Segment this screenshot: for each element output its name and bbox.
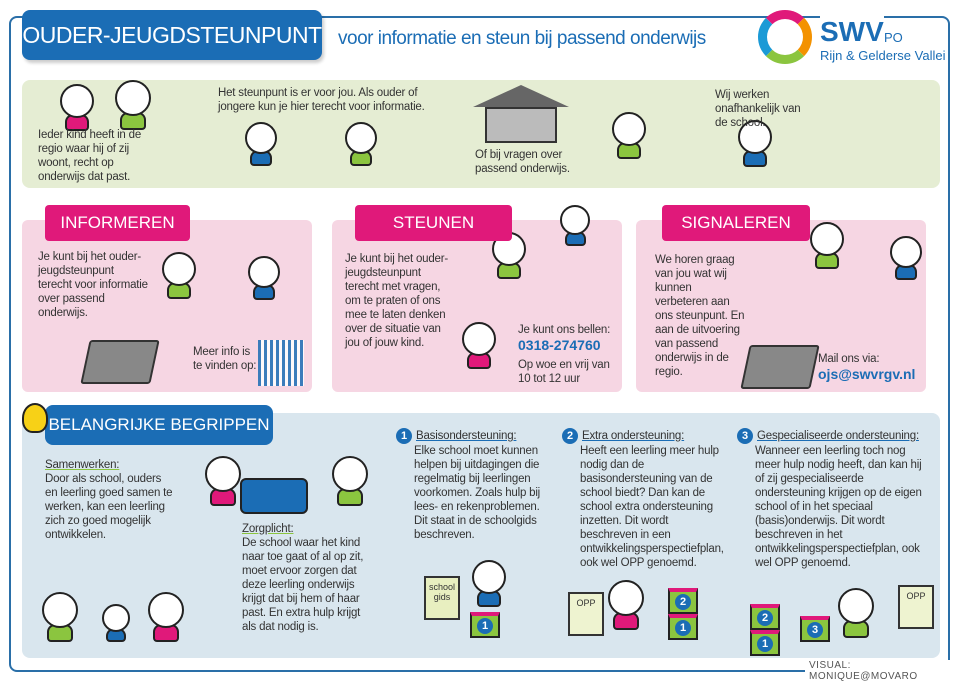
informeren-text: Je kunt bij het ouder-jeugdsteunpunt ter… (38, 251, 148, 319)
zorgplicht-text: De school waar het kind naar toe gaat of… (242, 537, 364, 633)
level-1: 1 Basisondersteuning: Elke school moet ku… (396, 428, 551, 542)
signaleren-text: We horen graag van jou wat wij kunnen ve… (655, 254, 745, 378)
signaleren-header: SIGNALEREN (662, 205, 810, 241)
page-title: OUDER-JEUGDSTEUNPUNT (22, 10, 322, 60)
character-head (102, 604, 130, 632)
character-head (332, 456, 368, 492)
informeren-header: INFORMEREN (45, 205, 190, 241)
character-head (115, 80, 151, 116)
level-text: Heeft een leerling meer hulp nodig dan d… (580, 445, 724, 569)
character-head (42, 592, 78, 628)
steunen-header: STEUNEN (355, 205, 512, 241)
level-term: Extra ondersteuning: (582, 430, 685, 442)
mail-label: Mail ons via: (818, 353, 880, 365)
opening-hours: Op woe en vrij van 10 tot 12 uur (518, 359, 610, 385)
credit: VISUAL: MONIQUE@MOVARO (805, 660, 960, 682)
level-3: 3 Gespecialiseerde ondersteuning: Wanneer… (737, 428, 927, 570)
page-subtitle: voor informatie en steun bij passend ond… (338, 28, 706, 50)
character-head (608, 580, 644, 616)
character-head (560, 205, 590, 235)
level-block-icon: 2 (668, 588, 698, 614)
logo-name: SWV (820, 16, 884, 48)
steunen-text: Je kunt bij het ouder-jeugdsteunpunt ter… (345, 253, 448, 349)
level-number: 3 (737, 428, 753, 444)
logo-icon (758, 10, 812, 64)
opp-book-icon: OPP (568, 592, 604, 636)
level-2: 2 Extra ondersteuning: Heeft een leerling… (562, 428, 727, 570)
zorgplicht-term: Zorgplicht: (242, 523, 294, 535)
more-info-label: Meer info is te vinden op: (193, 346, 257, 372)
laptop-icon (740, 345, 820, 389)
call-label: Je kunt ons bellen: (518, 324, 611, 336)
character-head (612, 112, 646, 146)
schoolgids-book-icon: school gids (424, 576, 460, 620)
character-head (890, 236, 922, 268)
intro-text-4: Wij werken onafhankelijk van de school. (715, 89, 801, 129)
lightbulb-icon (22, 403, 48, 433)
level-text: Elke school moet kunnen helpen bij uitda… (414, 445, 541, 541)
level-text: Wanneer een leerling toch nog meer hulp … (755, 445, 922, 569)
character-head (345, 122, 377, 154)
character-head (60, 84, 94, 118)
level-term: Gespecialiseerde ondersteuning: (757, 430, 919, 442)
character-head (738, 120, 772, 154)
laptop-icon (80, 340, 160, 384)
level-block-icon: 1 (750, 630, 780, 656)
intro-text-1: Ieder kind heeft in de regio waar hij of… (38, 129, 142, 183)
intro-text-3: Of bij vragen over passend onderwijs. (475, 149, 570, 175)
logo-region: Rijn & Gelderse Vallei (820, 48, 946, 63)
character-head (472, 560, 506, 594)
begrippen-header: BELANGRIJKE BEGRIPPEN (45, 405, 273, 445)
email-link[interactable]: ojs@swvrgv.nl (818, 366, 916, 382)
level-term: Basisondersteuning: (416, 430, 517, 442)
intro-text-2: Het steunpunt is er voor jou. Als ouder … (218, 87, 425, 113)
character-head (148, 592, 184, 628)
opp-book-icon: OPP (898, 585, 934, 629)
character-head (810, 222, 844, 256)
samenwerken-text: Door als school, ouders en leerling goed… (45, 473, 173, 541)
level-number: 2 (562, 428, 578, 444)
character-head (245, 122, 277, 154)
character-head (838, 588, 874, 624)
qr-code[interactable] (258, 340, 304, 386)
level-block-icon: 2 (750, 604, 780, 630)
character-head (462, 322, 496, 356)
level-number: 1 (396, 428, 412, 444)
puzzle-icon (240, 478, 308, 514)
level-block-icon: 1 (668, 614, 698, 640)
level-block-icon: 1 (470, 612, 500, 638)
logo-suffix: PO (884, 30, 903, 45)
poster-frame (9, 16, 950, 672)
phone-number[interactable]: 0318-274760 (518, 337, 601, 353)
character-head (205, 456, 241, 492)
samenwerken-term: Samenwerken: (45, 459, 120, 471)
school-icon (473, 85, 569, 143)
level-block-icon: 3 (800, 616, 830, 642)
character-head (162, 252, 196, 286)
character-head (248, 256, 280, 288)
